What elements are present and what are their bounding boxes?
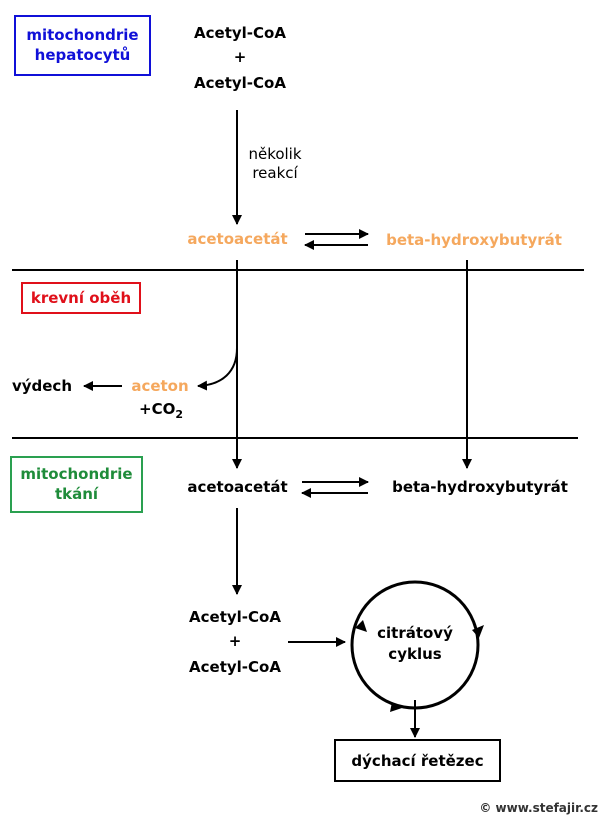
- acetoacetate-liver: acetoacetát: [187, 230, 288, 248]
- cycle-line2: cyklus: [388, 645, 442, 663]
- acetoacetate-tissue: acetoacetát: [187, 478, 288, 496]
- cycle-arrowhead-bottom: [390, 702, 402, 712]
- cycle-line1: citrátový: [377, 624, 453, 642]
- copyright: © www.stefajir.cz: [479, 801, 598, 815]
- acetyl-coa-tissue-1: Acetyl-CoA: [189, 608, 281, 626]
- tissue-label-line2: tkání: [54, 485, 99, 503]
- tissue-mitochondria-label: mitochondrie tkání: [10, 456, 143, 513]
- acetone-label: aceton: [131, 377, 189, 395]
- plus-top: +: [233, 48, 247, 66]
- reactions-line2: reakcí: [252, 164, 298, 182]
- cycle-arrowhead-right: [472, 625, 484, 638]
- arrow-to-acetone: [197, 347, 238, 391]
- resp-chain-label: dýchací řetězec: [351, 752, 484, 770]
- respiratory-chain-box: dýchací řetězec: [334, 739, 501, 782]
- co2-label: +CO2: [120, 398, 202, 426]
- reactions-note: několik reakcí: [240, 145, 310, 183]
- acetyl-coa-top-2: Acetyl-CoA: [194, 74, 286, 92]
- blood-label-text: krevní oběh: [30, 289, 132, 307]
- hydroxybutyrate-liver: beta-hydroxybutyrát: [386, 231, 562, 249]
- plus-tissue: +: [228, 632, 242, 650]
- acetyl-coa-top-1: Acetyl-CoA: [194, 24, 286, 42]
- hepatocyte-mitochondria-label: mitochondrie hepatocytů: [14, 15, 151, 76]
- blood-circulation-label: krevní oběh: [21, 282, 141, 314]
- cycle-arrowhead-top: [355, 620, 367, 632]
- hepatocyte-label-line2: hepatocytů: [34, 46, 131, 64]
- reactions-line1: několik: [248, 145, 302, 163]
- exhale-label: výdech: [11, 377, 73, 395]
- citrate-cycle-label: citrátový cyklus: [360, 623, 470, 665]
- acetyl-coa-tissue-2: Acetyl-CoA: [189, 658, 281, 676]
- hydroxybutyrate-tissue: beta-hydroxybutyrát: [392, 478, 568, 496]
- hepatocyte-label-line1: mitochondrie: [26, 26, 139, 44]
- co2-subscript: 2: [175, 408, 183, 421]
- tissue-label-line1: mitochondrie: [20, 465, 133, 483]
- co2-prefix: +CO: [139, 400, 176, 418]
